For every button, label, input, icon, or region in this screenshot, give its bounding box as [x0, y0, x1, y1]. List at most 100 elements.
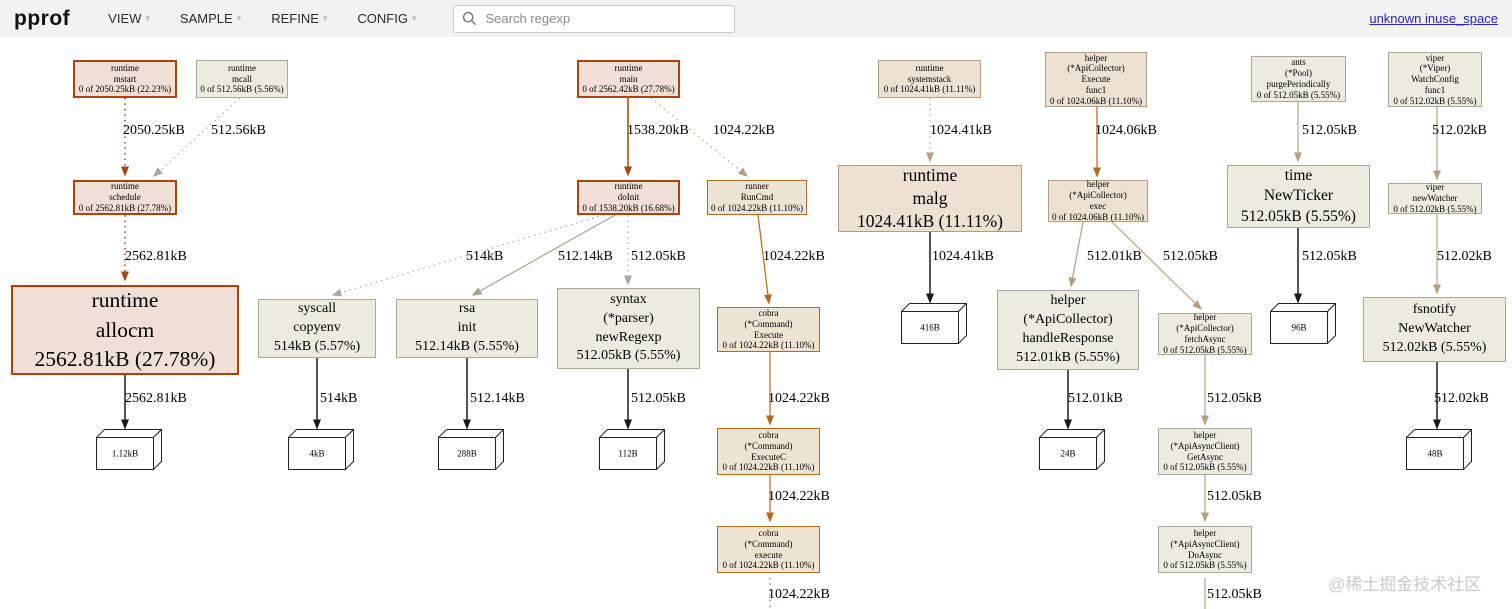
graph-node-leaf-1-12kb[interactable]: 1.12kB: [95, 428, 163, 475]
search-input[interactable]: [483, 10, 708, 27]
node-label-line: 0 of 512.05kB (5.55%): [1163, 560, 1247, 571]
graph-node-leaf-4kb[interactable]: 4kB: [287, 428, 355, 475]
graph-edge: [650, 97, 749, 177]
node-label-line: runtime: [915, 62, 944, 73]
leaf-box-label: 112B: [618, 449, 637, 459]
node-label-line: rsa: [458, 301, 476, 317]
node-label-line: cobra: [758, 527, 779, 538]
node-label-line: cobra: [758, 307, 779, 318]
node-label-line: 0 of 1024.41kB (11.11%): [883, 84, 976, 95]
node-label-line: (*parser): [603, 310, 654, 326]
chevron-down-icon: ▾: [145, 13, 150, 23]
graph-node-leaf-96b[interactable]: 96B: [1269, 302, 1337, 349]
search-box[interactable]: [452, 4, 735, 33]
edge-label: 512.14kB: [558, 249, 613, 264]
node-label-line: (*ApiAsyncClient): [1170, 538, 1240, 549]
node-label-line: Execute: [754, 329, 783, 340]
node-label-line: syscall: [297, 301, 337, 317]
leaf-box-label: 24B: [1060, 449, 1075, 459]
leaf-box-label: 416B: [920, 323, 940, 333]
node-label-line: systemstack: [907, 73, 952, 84]
node-label-line: 0 of 1024.22kB (11.10%): [722, 560, 815, 571]
node-label-line: GetAsync: [1187, 451, 1223, 462]
node-label-line: NewWatcher: [1398, 321, 1471, 337]
edge-label: 512.56kB: [211, 123, 266, 138]
graph-node-rsa-init[interactable]: rsa init 512.14kB (5.55%): [396, 299, 538, 358]
profile-link[interactable]: unknown inuse_space: [1369, 11, 1498, 26]
menu-view-label: VIEW: [108, 11, 142, 26]
graph-node-leaf-24b[interactable]: 24B: [1038, 428, 1106, 475]
node-label-line: func1: [1424, 84, 1446, 95]
menu-sample[interactable]: SAMPLE ▾: [180, 11, 241, 26]
menu-view[interactable]: VIEW ▾: [108, 11, 150, 26]
leaf-box-label: 48B: [1427, 449, 1442, 459]
menu-sample-label: SAMPLE: [179, 11, 233, 26]
node-label-line: runtime: [91, 288, 159, 313]
node-label-line: newWatcher: [1412, 193, 1458, 204]
node-label-line: helper: [1050, 293, 1086, 309]
node-label-line: viper: [1425, 52, 1445, 63]
graph-node-leaf-288b[interactable]: 288B: [437, 428, 505, 475]
node-label-line: runner: [745, 181, 769, 192]
node-label-line: 0 of 1024.22kB (11.10%): [711, 202, 803, 213]
graph-node-leaf-48b[interactable]: 48B: [1405, 428, 1473, 475]
leaf-box-label: 96B: [1291, 323, 1306, 333]
node-label-line: (*ApiCollector): [1176, 323, 1234, 334]
edge-label: 512.01kB: [1087, 249, 1142, 264]
node-label-line: 512.14kB (5.55%): [415, 338, 519, 354]
node-label-line: 0 of 512.05kB (5.55%): [1163, 344, 1247, 355]
graph-node-leaf-112b[interactable]: 112B: [598, 428, 666, 475]
node-label-line: (*Command): [744, 318, 793, 329]
menu-config[interactable]: CONFIG ▾: [357, 11, 416, 26]
graph-node-leaf-416b[interactable]: 416B: [900, 302, 968, 349]
edge-label: 1024.22kB: [713, 123, 775, 138]
edge-label: 512.05kB: [1302, 123, 1357, 138]
node-label-line: runtime: [902, 165, 958, 186]
edge-label: 512.02kB: [1437, 249, 1492, 264]
edge-label: 1024.22kB: [763, 249, 825, 264]
edge-label: 1024.22kB: [768, 391, 830, 406]
node-label-line: ExecuteC: [751, 451, 786, 462]
node-label-line: helper: [1084, 52, 1108, 63]
node-label-line: DoAsync: [1188, 549, 1222, 560]
node-label-line: 514kB (5.57%): [273, 338, 361, 354]
leaf-box-label: 4kB: [309, 449, 324, 459]
menu-config-label: CONFIG: [357, 11, 408, 26]
node-label-line: 0 of 1024.06kB (11.10%): [1050, 95, 1142, 106]
node-label-line: runtime: [111, 181, 139, 192]
node-label-line: (*ApiAsyncClient): [1170, 440, 1240, 451]
menu-refine[interactable]: REFINE ▾: [271, 11, 327, 26]
node-label-line: 0 of 2562.81kB (27.78%): [78, 202, 172, 213]
menu-refine-label: REFINE: [271, 11, 319, 26]
node-label-line: (*ApiCollector): [1067, 63, 1125, 74]
node-label-line: init: [457, 320, 477, 336]
